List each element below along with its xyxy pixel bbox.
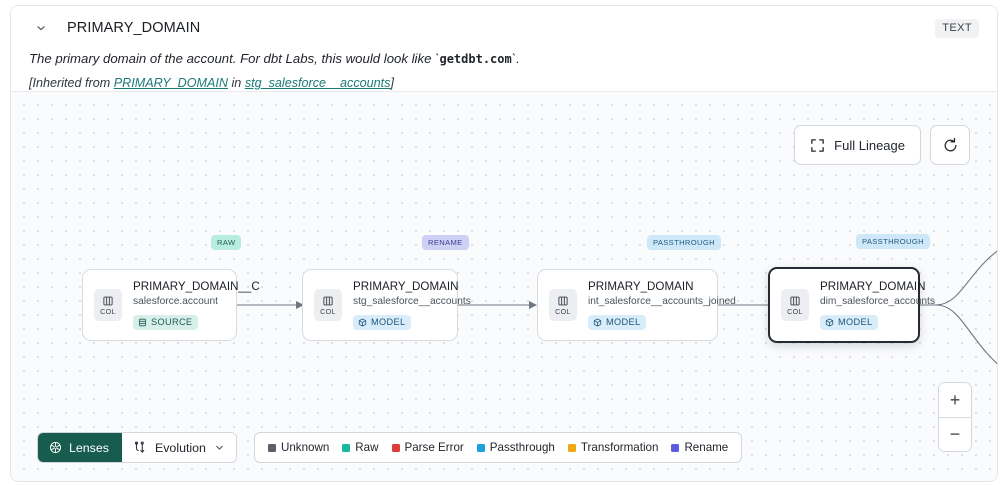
legend-swatch bbox=[391, 443, 400, 452]
description-prefix: The primary domain of the account. For d… bbox=[29, 51, 440, 66]
lenses-label: Lenses bbox=[69, 440, 109, 455]
canvas-toolbar: Full Lineage bbox=[794, 125, 970, 165]
full-lineage-label: Full Lineage bbox=[834, 137, 905, 153]
evolution-button[interactable]: Evolution bbox=[121, 433, 236, 462]
aperture-icon bbox=[49, 441, 62, 454]
lineage-legend: Unknown Raw Parse Error Passthrough bbox=[253, 432, 743, 463]
lens-button-group: Lenses Evolution bbox=[37, 432, 237, 463]
legend-label: Unknown bbox=[280, 441, 330, 454]
col-chip: COL bbox=[549, 289, 577, 321]
node-tag-rename: RENAME bbox=[422, 235, 469, 250]
lineage-canvas[interactable]: Full Lineage + − bbox=[11, 91, 997, 481]
evolution-label: Evolution bbox=[154, 440, 206, 455]
node-kind-label: MODEL bbox=[838, 317, 873, 328]
node-title: PRIMARY_DOMAIN__C bbox=[133, 279, 260, 293]
lineage-node-int-salesforce-accounts-joined[interactable]: COL PRIMARY_DOMAIN int_salesforce__accou… bbox=[537, 269, 736, 341]
node-subtitle: int_salesforce__accounts_joined bbox=[588, 296, 736, 308]
legend-label: Transformation bbox=[580, 441, 659, 454]
node-kind-label: SOURCE bbox=[151, 317, 193, 328]
legend-label: Rename bbox=[684, 441, 729, 454]
col-chip-label: COL bbox=[787, 306, 803, 316]
lineage-edges bbox=[237, 250, 997, 365]
legend-item-unknown: Unknown bbox=[267, 441, 330, 454]
node-kind-badge: MODEL bbox=[820, 314, 879, 331]
node-title: PRIMARY_DOMAIN bbox=[820, 279, 926, 293]
lenses-button[interactable]: Lenses bbox=[38, 433, 122, 462]
column-detail-panel: PRIMARY_DOMAIN TEXT The primary domain o… bbox=[10, 5, 998, 482]
node-body: PRIMARY_DOMAIN int_salesforce__accounts_… bbox=[577, 280, 736, 331]
legend-swatch bbox=[567, 443, 576, 452]
col-chip-label: COL bbox=[100, 306, 116, 316]
legend-item-parse-error: Parse Error bbox=[391, 441, 464, 454]
legend-label: Passthrough bbox=[489, 441, 555, 454]
inherited-column-link[interactable]: PRIMARY_DOMAIN bbox=[113, 75, 228, 90]
type-badge: TEXT bbox=[935, 19, 979, 38]
legend-swatch bbox=[342, 443, 351, 452]
node-tag-raw: RAW bbox=[211, 235, 242, 250]
column-description: The primary domain of the account. For d… bbox=[29, 50, 979, 68]
legend-item-transformation: Transformation bbox=[567, 441, 659, 454]
col-chip-label: COL bbox=[320, 306, 336, 316]
legend-swatch bbox=[267, 443, 276, 452]
zoom-out-button[interactable]: − bbox=[939, 417, 971, 451]
panel-header: PRIMARY_DOMAIN TEXT The primary domain o… bbox=[11, 6, 997, 91]
legend-item-raw: Raw bbox=[342, 441, 379, 454]
node-kind-badge: MODEL bbox=[588, 314, 647, 331]
lineage-node-dim-salesforce-accounts[interactable]: COL PRIMARY_DOMAIN dim_salesforce_accoun… bbox=[768, 267, 935, 343]
node-subtitle: dim_salesforce_accounts bbox=[820, 296, 935, 308]
refresh-button[interactable] bbox=[930, 125, 970, 165]
node-kind-label: MODEL bbox=[371, 317, 406, 328]
zoom-in-button[interactable]: + bbox=[939, 383, 971, 417]
inherited-from-note: [Inherited from PRIMARY_DOMAIN in stg_sa… bbox=[29, 76, 979, 90]
node-subtitle: salesforce.account bbox=[133, 296, 218, 308]
inherited-prefix: [Inherited from bbox=[29, 75, 114, 90]
node-tag-passthrough: PASSTHROUGH bbox=[647, 235, 721, 250]
node-tag-passthrough: PASSTHROUGH bbox=[856, 234, 930, 249]
refresh-icon bbox=[942, 137, 959, 154]
lineage-node-salesforce-account[interactable]: COL PRIMARY_DOMAIN__C salesforce.account bbox=[82, 269, 260, 341]
legend-item-passthrough: Passthrough bbox=[476, 441, 555, 454]
col-chip: COL bbox=[781, 289, 809, 321]
expand-icon bbox=[810, 138, 825, 153]
node-body: PRIMARY_DOMAIN dim_salesforce_accounts M… bbox=[809, 280, 935, 331]
node-title: PRIMARY_DOMAIN bbox=[588, 279, 694, 293]
node-kind-badge: MODEL bbox=[353, 314, 412, 331]
full-lineage-button[interactable]: Full Lineage bbox=[794, 125, 921, 165]
inherited-model-link[interactable]: stg_salesforce__accounts bbox=[244, 75, 391, 90]
description-suffix: `. bbox=[511, 51, 520, 66]
inherited-suffix: ] bbox=[390, 75, 394, 90]
canvas-bottom-bar: Lenses Evolution bbox=[37, 432, 743, 463]
cube-icon bbox=[825, 318, 834, 327]
legend-label: Parse Error bbox=[404, 441, 464, 454]
lineage-node-stg-salesforce-accounts[interactable]: COL PRIMARY_DOMAIN stg_salesforce__accou… bbox=[302, 269, 471, 341]
node-body: PRIMARY_DOMAIN__C salesforce.account SOU bbox=[122, 280, 260, 331]
chevron-down-icon[interactable] bbox=[214, 442, 225, 453]
header-title-row: PRIMARY_DOMAIN bbox=[29, 17, 979, 39]
node-kind-label: MODEL bbox=[606, 317, 641, 328]
cube-icon bbox=[358, 318, 367, 327]
chevron-down-icon[interactable] bbox=[34, 21, 48, 35]
legend-item-rename: Rename bbox=[671, 441, 728, 454]
inherited-middle: in bbox=[228, 75, 245, 90]
legend-label: Raw bbox=[355, 441, 379, 454]
cube-icon bbox=[593, 318, 602, 327]
legend-swatch bbox=[476, 443, 485, 452]
node-kind-badge: SOURCE bbox=[133, 314, 199, 331]
zoom-controls: + − bbox=[938, 382, 972, 452]
node-body: PRIMARY_DOMAIN stg_salesforce__accounts … bbox=[342, 280, 471, 331]
page-title: PRIMARY_DOMAIN bbox=[67, 20, 201, 36]
node-subtitle: stg_salesforce__accounts bbox=[353, 296, 471, 308]
lineage-graph: RAW COL PRIMARY_DOMAIN__C salesforce.acc… bbox=[11, 92, 997, 481]
col-chip: COL bbox=[94, 289, 122, 321]
legend-swatch bbox=[671, 443, 680, 452]
flow-branch-icon bbox=[133, 441, 147, 455]
description-code: getdbt.com bbox=[439, 52, 512, 66]
col-chip-label: COL bbox=[555, 306, 571, 316]
database-icon bbox=[138, 318, 147, 327]
node-title: PRIMARY_DOMAIN bbox=[353, 279, 459, 293]
col-chip: COL bbox=[314, 289, 342, 321]
